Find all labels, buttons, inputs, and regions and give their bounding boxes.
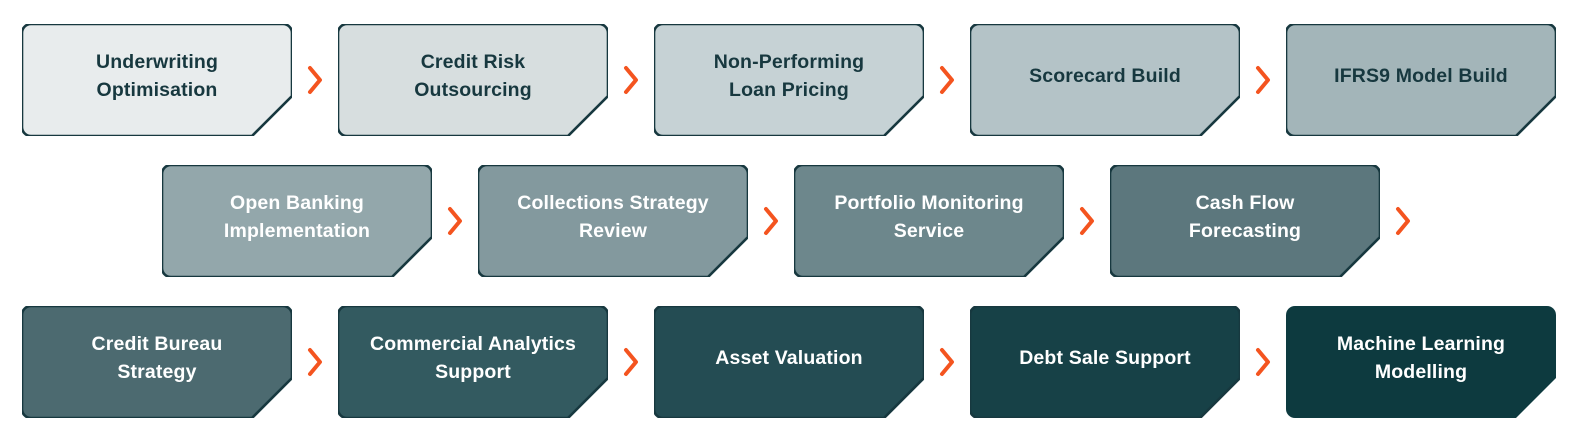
chevron-right-icon	[1240, 24, 1286, 136]
chevron-right-icon	[924, 306, 970, 418]
flow-row-3: Credit Bureau Strategy Commercial Analyti…	[22, 306, 1556, 418]
flow-node[interactable]: Credit Bureau Strategy	[22, 306, 292, 418]
flow-node-shape	[162, 165, 432, 277]
flow-node[interactable]: Underwriting Optimisation	[22, 24, 292, 136]
flow-node-shape	[338, 306, 608, 418]
flow-node-shape	[970, 24, 1240, 136]
flow-node-shape	[1110, 165, 1380, 277]
chevron-right-icon	[608, 24, 654, 136]
chevron-right-icon	[924, 24, 970, 136]
flow-node-shape	[1286, 24, 1556, 136]
chevron-right-icon	[292, 24, 338, 136]
flow-node-shape	[22, 24, 292, 136]
flow-node[interactable]: IFRS9 Model Build	[1286, 24, 1556, 136]
chevron-right-icon	[1240, 306, 1286, 418]
chevron-right-icon	[1380, 165, 1426, 277]
flow-node[interactable]: Asset Valuation	[654, 306, 924, 418]
flow-node[interactable]: Portfolio Monitoring Service	[794, 165, 1064, 277]
flow-node-shape	[1286, 306, 1556, 418]
flow-node-shape	[478, 165, 748, 277]
flow-node[interactable]: Machine Learning Modelling	[1286, 306, 1556, 418]
chevron-right-icon	[432, 165, 478, 277]
flow-node[interactable]: Commercial Analytics Support	[338, 306, 608, 418]
flow-row-2: Open Banking Implementation Collections S…	[162, 165, 1426, 277]
flow-node-shape	[794, 165, 1064, 277]
flow-node[interactable]: Collections Strategy Review	[478, 165, 748, 277]
flow-node-shape	[654, 24, 924, 136]
chevron-right-icon	[608, 306, 654, 418]
flow-node-shape	[654, 306, 924, 418]
flow-node-shape	[970, 306, 1240, 418]
flow-node-shape	[338, 24, 608, 136]
chevron-right-icon	[292, 306, 338, 418]
chevron-right-icon	[748, 165, 794, 277]
flow-row-1: Underwriting Optimisation Credit Risk Out…	[22, 24, 1556, 136]
flow-node-shape	[22, 306, 292, 418]
flow-node[interactable]: Open Banking Implementation	[162, 165, 432, 277]
flow-node[interactable]: Credit Risk Outsourcing	[338, 24, 608, 136]
flow-node[interactable]: Debt Sale Support	[970, 306, 1240, 418]
chevron-right-icon	[1064, 165, 1110, 277]
flow-node[interactable]: Cash Flow Forecasting	[1110, 165, 1380, 277]
flow-node[interactable]: Non-Performing Loan Pricing	[654, 24, 924, 136]
flow-node[interactable]: Scorecard Build	[970, 24, 1240, 136]
